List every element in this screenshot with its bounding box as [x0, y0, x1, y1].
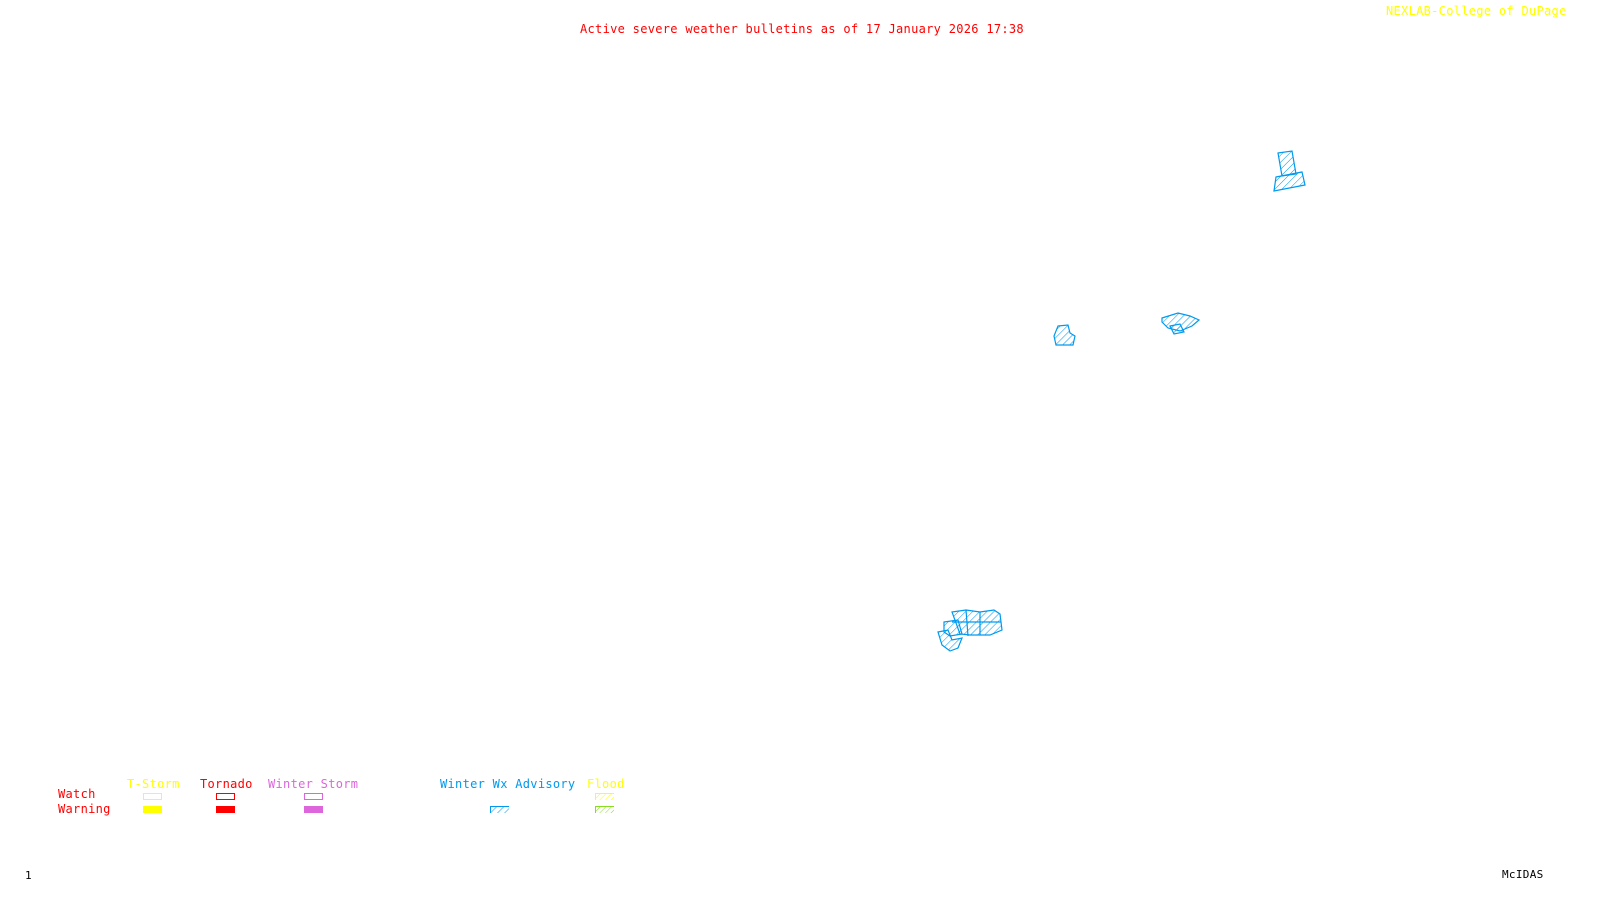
legend-tstorm-label: T-Storm: [127, 777, 180, 791]
frame-number: 1: [25, 869, 32, 882]
legend-watch-row-label: Watch: [58, 787, 96, 801]
page-title: Active severe weather bulletins as of 17…: [580, 22, 1024, 36]
legend-winter-wx-advisory-label: Winter Wx Advisory: [440, 777, 576, 791]
tornado-watch-swatch: [216, 793, 235, 800]
software-label: McIDAS: [1502, 868, 1544, 881]
advisory-area-central[interactable]: [1053, 324, 1076, 346]
advisory-area-east-central[interactable]: [1161, 312, 1201, 335]
winter-storm-warning-swatch: [304, 806, 323, 813]
tstorm-watch-swatch: [143, 793, 162, 800]
flood-watch-swatch: [595, 793, 614, 800]
winter-storm-watch-swatch: [304, 793, 323, 800]
legend-tornado-label: Tornado: [200, 777, 253, 791]
advisory-area-south[interactable]: [937, 609, 1003, 652]
advisory-area-northeast[interactable]: [1273, 150, 1306, 192]
legend-flood-label: Flood: [587, 777, 625, 791]
winter-wx-advisory-swatch: [490, 806, 509, 813]
legend-warning-row-label: Warning: [58, 802, 111, 816]
flood-warning-swatch: [595, 806, 614, 813]
credit-label: NEXLAB-College of DuPage: [1386, 4, 1567, 18]
tstorm-warning-swatch: [143, 806, 162, 813]
legend-winter-storm-label: Winter Storm: [268, 777, 359, 791]
tornado-warning-swatch: [216, 806, 235, 813]
